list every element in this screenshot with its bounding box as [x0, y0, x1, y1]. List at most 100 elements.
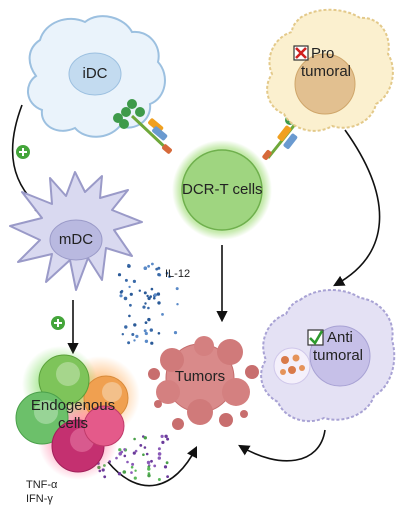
arrow-protumoral-to-antitumoral [333, 129, 381, 287]
cytokine-dot [147, 306, 150, 310]
cytokine-dot [144, 302, 147, 305]
cytokine-dot [121, 333, 125, 336]
tumors-label: Tumors [174, 368, 226, 385]
cytokine-dot [142, 305, 146, 309]
cytokine-dot [119, 294, 123, 298]
cytokine-dot [153, 464, 157, 468]
cytokine-dot [164, 434, 168, 438]
dcr-t-cells-label: DCR-T cells [182, 181, 263, 198]
cytokine-dot [161, 440, 165, 444]
cytokine-dot [139, 444, 143, 447]
cytokine-dot [143, 446, 147, 449]
cytokine-dot [145, 452, 149, 456]
cytokine-dot [124, 278, 128, 282]
cytokine-dot [143, 329, 147, 333]
cytokine-dot [132, 451, 136, 455]
cross-mark-icon [293, 45, 309, 61]
cytokine-dot [135, 334, 139, 338]
cytokine-dot [165, 461, 169, 465]
cytokine-dot [151, 262, 154, 266]
endogenous-cells-label-line1: Endogenous [30, 397, 116, 414]
idc-label: iDC [82, 65, 108, 82]
cytokine-dot [147, 467, 151, 471]
cytokine-dot [115, 456, 118, 460]
antitumoral-cell [260, 289, 396, 423]
dcr-t-cell [172, 140, 272, 240]
endogenous-cells-label-line2: cells [57, 415, 88, 432]
antitumoral-label-line1: Anti [327, 329, 353, 346]
cytokine-dot [122, 470, 127, 474]
cytokine-dot [156, 292, 161, 296]
tumor-cluster [148, 336, 259, 430]
plus-badge-icon [51, 316, 65, 330]
cytokine-dot [119, 290, 123, 294]
cytokine-dot [133, 323, 137, 327]
cytokine-dot [157, 456, 161, 460]
cytokine-dot [133, 437, 136, 441]
plus-badge-icon [16, 145, 30, 159]
cytokine-dot [168, 275, 171, 278]
il12-cytokine-dots [117, 262, 179, 345]
antitumoral-label-line2: tumoral [312, 347, 364, 364]
cytokine-dot [120, 450, 124, 454]
cytokine-dot [126, 460, 129, 464]
cytokine-dot [147, 473, 151, 478]
cytokine-dot [117, 472, 122, 476]
tnf-alpha-label: TNF-α [26, 479, 58, 491]
cytokine-dot [157, 301, 161, 305]
cytokine-dot [150, 341, 154, 345]
cytokine-dot [133, 476, 137, 480]
cytokine-dot [143, 266, 148, 271]
cytokine-dot [144, 331, 148, 336]
dcr-receptor-left-icon [113, 99, 172, 154]
phagocytosed-debris-icon [273, 347, 311, 385]
ifn-gamma-label: IFN-γ [26, 493, 53, 505]
cytokine-dot [134, 469, 137, 472]
cytokine-dot [166, 437, 170, 441]
cytokine-dot [176, 303, 179, 306]
cytokine-dot [155, 267, 159, 271]
cytokine-dot [147, 296, 151, 301]
cytokine-dot [128, 314, 131, 318]
cytokine-dot [130, 465, 134, 469]
cytokine-dot [165, 271, 169, 275]
cytokine-dot [123, 454, 127, 458]
protumoral-cell [266, 8, 394, 132]
cytokine-dot [175, 287, 179, 291]
mdc-cell [9, 171, 143, 291]
cytokine-dot [143, 436, 147, 440]
cytokine-dot [138, 289, 141, 292]
cytokine-dot [144, 321, 148, 324]
cytokine-dot [161, 313, 164, 316]
cytokine-dot [132, 279, 136, 283]
protumoral-label-line1: Pro [311, 45, 335, 62]
cytokine-dot [157, 452, 162, 456]
endogenous-cell-cluster [15, 346, 140, 480]
cytokine-dot [150, 287, 154, 291]
cytokine-dot [129, 303, 132, 307]
cytokine-dot [127, 341, 131, 345]
cytokine-dot [134, 449, 138, 453]
arrow-antitumoral-to-tumors [238, 429, 326, 462]
cytokine-dot [157, 447, 161, 451]
cytokine-dot [157, 478, 161, 481]
cytokine-dot [146, 460, 151, 465]
cytokine-dot [150, 459, 153, 463]
cytokine-dot [118, 448, 122, 452]
cytokine-dot [124, 325, 128, 329]
cytokine-dot [157, 332, 161, 335]
cytokine-dot [163, 465, 168, 469]
cytokine-dot [153, 296, 156, 300]
cytokine-dot [133, 339, 136, 342]
cytokine-dot [131, 333, 135, 336]
cytokine-dot [166, 475, 170, 478]
cytokine-dot [157, 273, 161, 277]
cytokine-dot [173, 331, 178, 335]
protumoral-label-line2: tumoral [300, 63, 352, 80]
cytokine-dot [149, 328, 153, 332]
cytokine-dot [123, 296, 128, 301]
cytokine-dot [117, 273, 122, 277]
mdc-label: mDC [58, 231, 94, 248]
